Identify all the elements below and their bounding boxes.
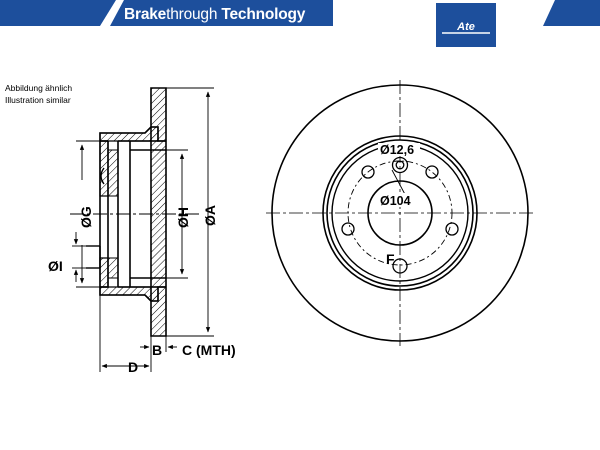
ate-logo-mark: Ate (442, 21, 490, 34)
label-pcd: Ø104 (380, 194, 411, 208)
hole-label-bg (378, 143, 420, 156)
label-dim-a: ØA (202, 205, 218, 226)
dimension-lines (72, 87, 214, 372)
label-dim-i: ØI (48, 258, 63, 274)
label-dim-b: B (152, 342, 162, 358)
label-dim-h: ØH (175, 207, 191, 228)
note-german: Abbildung ähnlich (5, 83, 73, 93)
label-dim-d: D (128, 359, 138, 375)
header-bar-title-band (110, 0, 333, 26)
header-bar-right-band (543, 0, 600, 26)
bolt-hole-right-lower (445, 222, 459, 236)
label-hole-diameter: Ø12,6 (380, 143, 414, 157)
hub-centering-lip (100, 167, 105, 185)
brand-title: Brakethrough Technology (124, 6, 305, 24)
front-center-lines (266, 80, 534, 346)
bolt-hole-section (86, 245, 101, 269)
header-bar-left (0, 0, 116, 26)
ate-logo: Ate (436, 3, 496, 47)
note-english: Illustration similar (5, 95, 71, 105)
hub-hatch-ring-upper (107, 149, 119, 197)
pcd-label-bg (378, 193, 414, 207)
brand-title-light: through (166, 6, 222, 23)
bolt-hole-left-lower (341, 222, 355, 236)
hub-hatch-ring-lower (107, 257, 119, 279)
label-f: F (386, 251, 395, 267)
header-bar (0, 0, 600, 26)
bolt-hole-left-upper (361, 165, 375, 179)
bolt-hole-right-upper (425, 165, 439, 179)
ate-logo-text: Ate (456, 21, 475, 33)
label-dim-g: ØG (78, 206, 94, 228)
label-dim-c: C (MTH) (182, 342, 236, 358)
brand-title-bold: Brake (124, 6, 167, 23)
hub-hatch-wall-lower (99, 257, 109, 288)
brand-title-technology: Technology (221, 6, 306, 23)
